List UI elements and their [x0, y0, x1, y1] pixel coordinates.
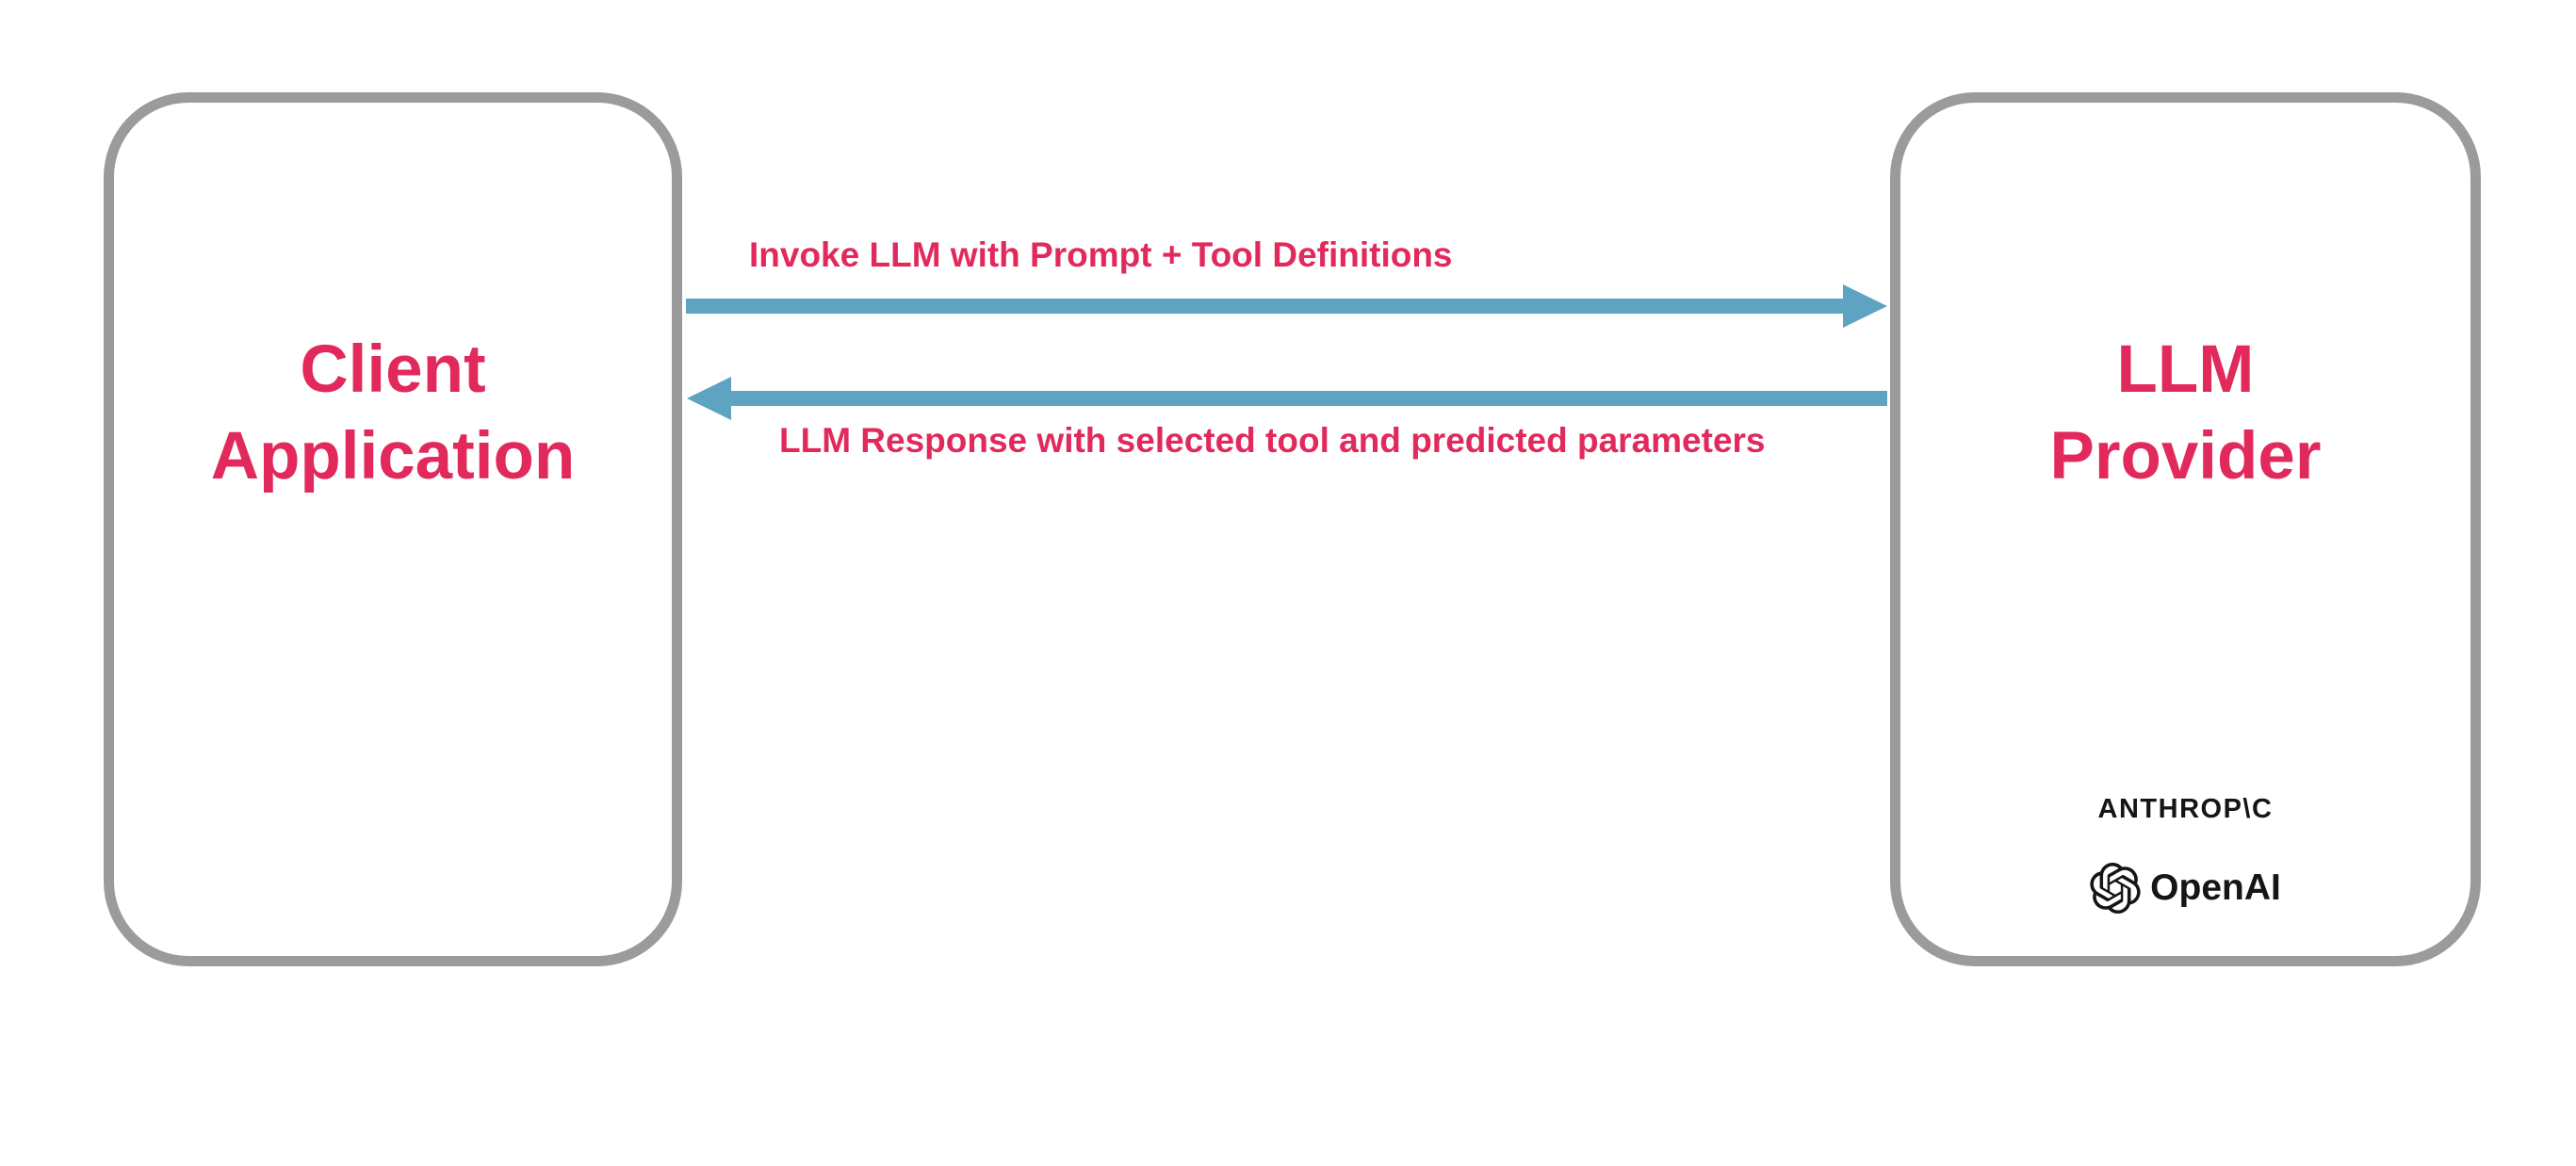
response-arrow-label: LLM Response with selected tool and pred… [779, 421, 1766, 460]
request-arrow-label: Invoke LLM with Prompt + Tool Definition… [749, 235, 1453, 274]
request-arrow-body [686, 299, 1847, 314]
provider-label-line1: LLM [2116, 332, 2255, 407]
provider-logos: ANTHROP\C OpenAI [1900, 794, 2470, 914]
openai-logo: OpenAI [2090, 863, 2281, 914]
openai-wordmark: OpenAI [2150, 867, 2281, 908]
response-arrow-body [731, 391, 1887, 406]
request-arrow-head-icon [1843, 284, 1887, 328]
client-application-box: Client Application [104, 92, 682, 966]
llm-provider-label: LLM Provider [1900, 327, 2470, 501]
client-label-line2: Application [210, 419, 576, 494]
client-label-line1: Client [300, 332, 486, 407]
response-arrow-head-icon [687, 377, 731, 420]
provider-label-line2: Provider [2049, 419, 2322, 494]
client-application-label: Client Application [114, 327, 672, 501]
anthropic-wordmark: ANTHROP\C [2097, 794, 2274, 824]
llm-provider-box: LLM Provider ANTHROP\C OpenAI [1890, 92, 2481, 966]
openai-logo-icon [2090, 863, 2141, 914]
